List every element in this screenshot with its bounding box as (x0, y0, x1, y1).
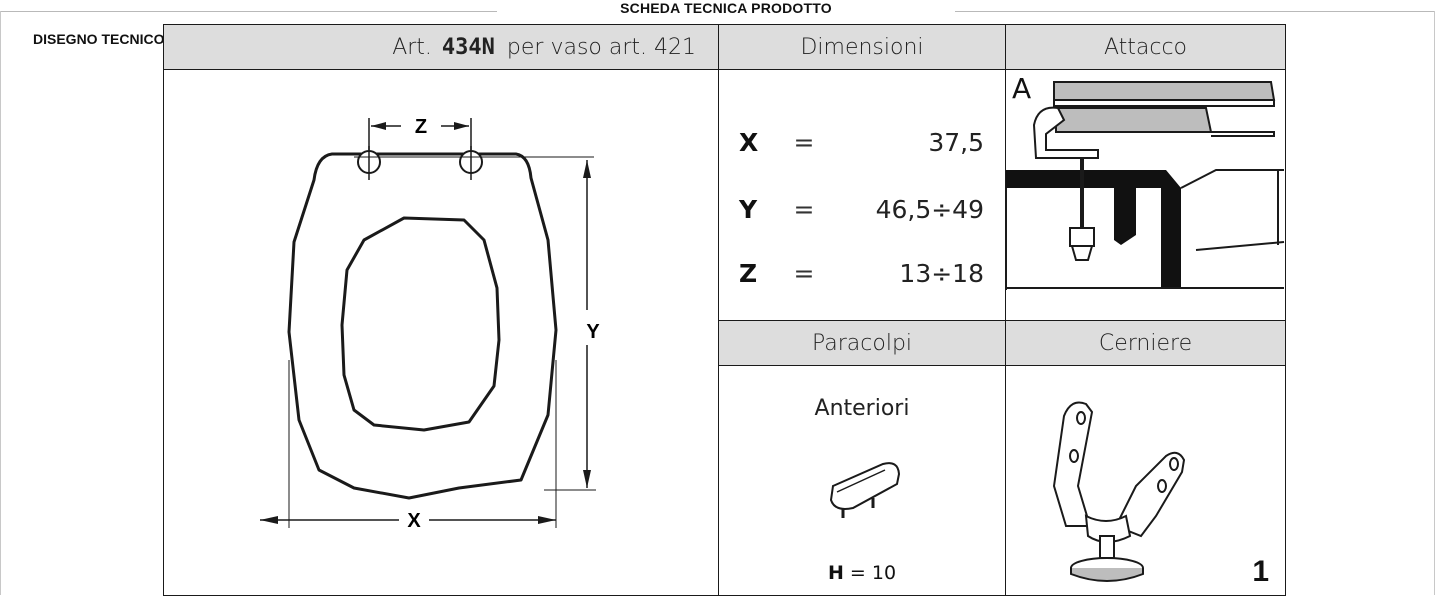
attacco-cell: A (1005, 69, 1286, 321)
dimension-z: Z (368, 116, 472, 150)
label-y: Y (586, 321, 600, 343)
dimension-equals: = (793, 127, 815, 157)
dimensions-cell: X = 37,5 Y = 46,5÷49 Z = 13÷18 (718, 69, 1006, 321)
label-z: Z (415, 116, 427, 138)
dimension-x: X (260, 360, 557, 532)
toilet-seat-drawing: Z Y X (260, 116, 600, 532)
technical-drawing-cell: Z Y X (163, 69, 719, 596)
label-x: X (407, 510, 421, 532)
dimension-letter: Y (739, 194, 758, 224)
dimension-equals: = (793, 258, 815, 288)
article-code: 434N (441, 34, 495, 60)
paracolpi-height: H = 10 (719, 562, 1005, 584)
attacco-drawing (1006, 81, 1285, 290)
spec-table: Art. 434N per vaso art. 421 (163, 24, 1286, 596)
dimension-letter: Z (739, 258, 758, 288)
section-label: DISEGNO TECNICO (33, 31, 165, 47)
article-compat: per vaso art. 421 (506, 34, 696, 60)
paracolpi-kind: Anteriori (814, 396, 910, 421)
bumper-icon (829, 462, 901, 518)
article-header: Art. 434N per vaso art. 421 (163, 24, 719, 70)
paracolpi-header: Paracolpi (718, 320, 1006, 366)
frame-top-line-right (955, 11, 1435, 12)
dimension-row-x: X = 37,5 (739, 122, 984, 162)
cerniere-header: Cerniere (1005, 320, 1286, 366)
dimensions-header: Dimensioni (718, 24, 1006, 70)
dimension-equals: = (793, 194, 815, 224)
paracolpi-cell: Anteriori H = 10 (718, 365, 1006, 596)
article-label: Art. (392, 34, 432, 60)
dimension-value: 37,5 (928, 127, 984, 157)
cerniere-number: 1 (1252, 555, 1269, 588)
hinge-hole-right (459, 146, 483, 180)
cerniere-cell: 1 (1005, 365, 1286, 596)
dimension-value: 13÷18 (899, 258, 984, 288)
dimension-value: 46,5÷49 (875, 194, 984, 224)
frame-left-edge (0, 11, 1, 595)
hinge-hole-left (357, 146, 381, 180)
dimension-row-y: Y = 46,5÷49 (739, 189, 984, 229)
hinge-icon (1052, 401, 1186, 582)
dimension-letter: X (739, 127, 759, 157)
dimension-y: Y (544, 160, 600, 491)
frame-top-line-left (0, 11, 497, 12)
paracolpi-h-value: = 10 (849, 562, 897, 584)
dimension-row-z: Z = 13÷18 (739, 253, 984, 293)
attacco-header: Attacco (1005, 24, 1286, 70)
paracolpi-h-letter: H (827, 562, 844, 584)
attacco-type-letter: A (1012, 72, 1032, 105)
sheet-title: SCHEDA TECNICA PRODOTTO (620, 0, 832, 16)
